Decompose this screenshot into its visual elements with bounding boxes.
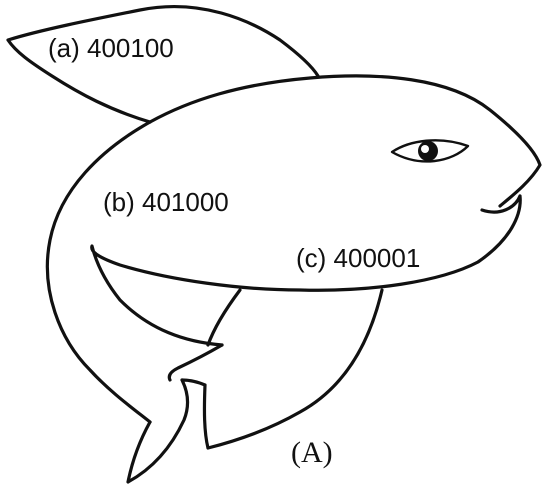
dorsal-fin [6, 5, 320, 124]
label-c: (c) 400001 [296, 243, 420, 273]
figure-caption: (A) [291, 436, 333, 469]
label-a: (a) 400100 [48, 33, 174, 63]
eye-glint [421, 145, 429, 153]
belly-fin [206, 288, 384, 450]
tail-fin [126, 378, 210, 484]
pectoral-fin [167, 288, 242, 382]
fish-body-outline [90, 74, 542, 347]
label-b: (b) 401000 [103, 187, 229, 217]
eye-outline [390, 139, 470, 163]
fish-back-contour [45, 120, 152, 424]
